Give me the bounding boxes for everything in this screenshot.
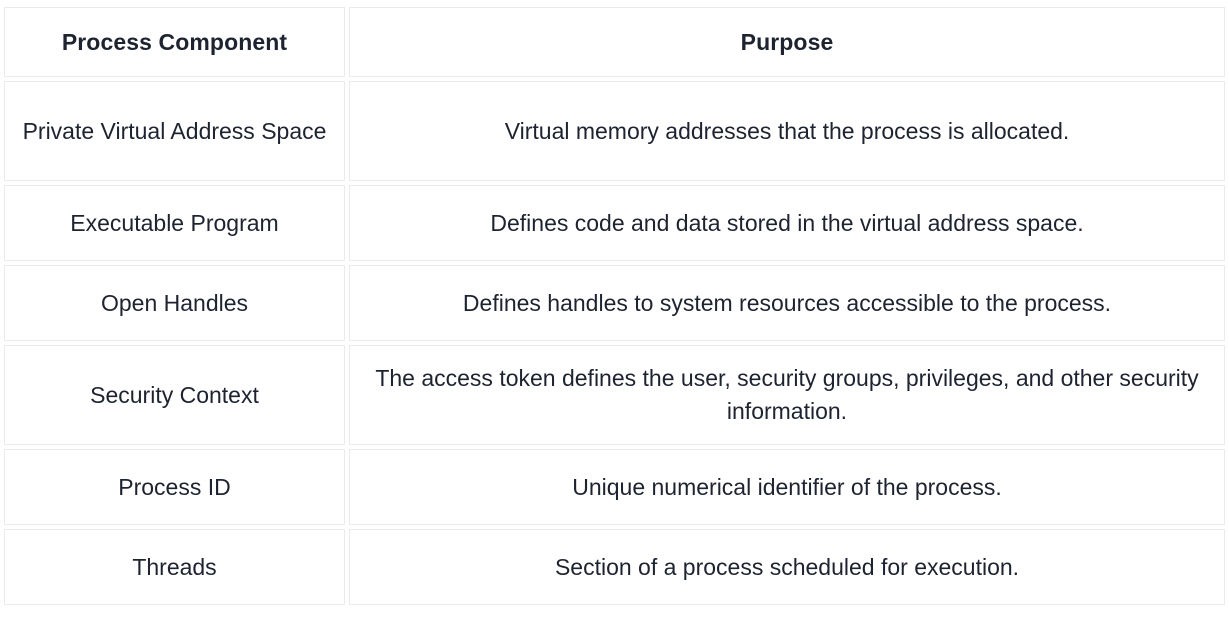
purpose-text: Defines code and data stored in the virt…	[490, 209, 1084, 236]
cell-process-component: Security Context	[4, 345, 345, 445]
column-header-label: Purpose	[740, 28, 834, 55]
table-row: Security Context The access token define…	[4, 345, 1225, 445]
component-label: Executable Program	[70, 209, 279, 236]
cell-purpose: Defines code and data stored in the virt…	[349, 185, 1225, 261]
table-row: Executable Program Defines code and data…	[4, 185, 1225, 261]
purpose-text: Defines handles to system resources acce…	[462, 289, 1112, 316]
cell-process-component: Private Virtual Address Space	[4, 81, 345, 181]
table-body: Private Virtual Address Space Virtual me…	[4, 81, 1225, 605]
table-row: Private Virtual Address Space Virtual me…	[4, 81, 1225, 181]
component-label: Security Context	[90, 381, 259, 408]
cell-purpose: Unique numerical identifier of the proce…	[349, 449, 1225, 525]
cell-purpose: The access token defines the user, secur…	[349, 345, 1225, 445]
column-header-process-component: Process Component	[4, 7, 345, 77]
table-container: Process Component Purpose Private Virtua…	[0, 3, 1229, 609]
component-label: Private Virtual Address Space	[22, 117, 327, 144]
purpose-text: Unique numerical identifier of the proce…	[572, 473, 1002, 500]
cell-process-component: Open Handles	[4, 265, 345, 341]
purpose-text: Virtual memory addresses that the proces…	[504, 117, 1070, 144]
component-label: Open Handles	[100, 289, 249, 316]
cell-purpose: Virtual memory addresses that the proces…	[349, 81, 1225, 181]
purpose-text: Section of a process scheduled for execu…	[554, 553, 1020, 580]
table-row: Threads Section of a process scheduled f…	[4, 529, 1225, 605]
table-row: Process ID Unique numerical identifier o…	[4, 449, 1225, 525]
table-header: Process Component Purpose	[4, 7, 1225, 77]
table-header-row: Process Component Purpose	[4, 7, 1225, 77]
cell-purpose: Section of a process scheduled for execu…	[349, 529, 1225, 605]
cell-purpose: Defines handles to system resources acce…	[349, 265, 1225, 341]
component-label: Process ID	[118, 473, 231, 500]
column-header-purpose: Purpose	[349, 7, 1225, 77]
component-label: Threads	[132, 553, 217, 580]
column-header-label: Process Component	[61, 28, 288, 55]
process-component-table: Process Component Purpose Private Virtua…	[0, 3, 1229, 609]
table-row: Open Handles Defines handles to system r…	[4, 265, 1225, 341]
purpose-text: The access token defines the user, secur…	[375, 365, 1199, 424]
cell-process-component: Process ID	[4, 449, 345, 525]
cell-process-component: Executable Program	[4, 185, 345, 261]
cell-process-component: Threads	[4, 529, 345, 605]
